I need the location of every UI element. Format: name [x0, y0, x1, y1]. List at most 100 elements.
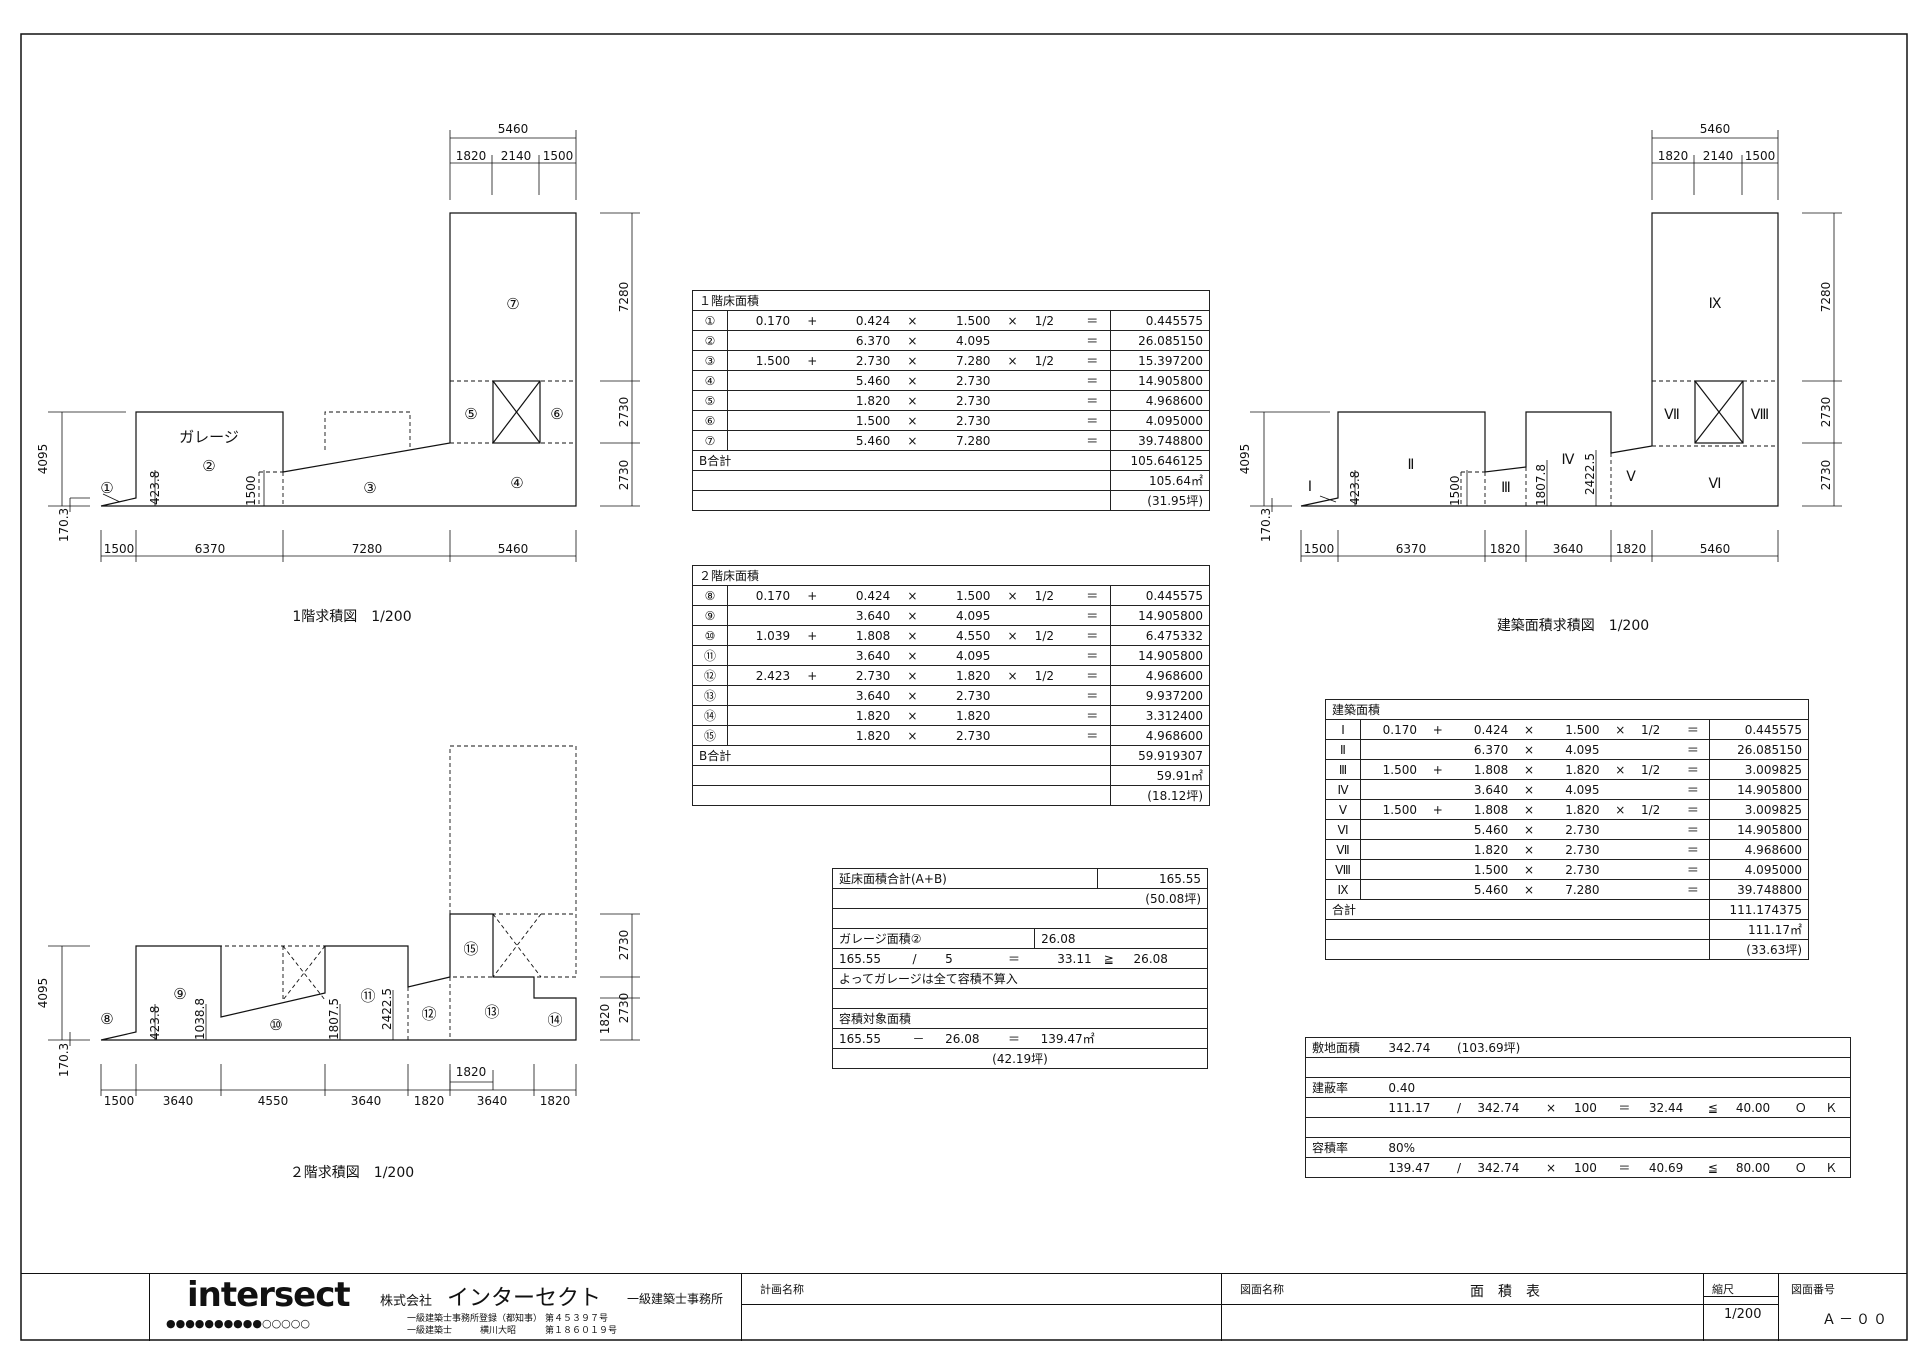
- calc-cell-2: 342.74: [1471, 1097, 1540, 1118]
- company-prefix: 株式会社: [380, 1294, 433, 1309]
- f2-mid-dim: 1820: [456, 1065, 487, 1079]
- floor1-plan: [48, 130, 640, 562]
- calc-cell-7: [1028, 645, 1075, 666]
- calc-cell-8: ＝: [1074, 430, 1111, 451]
- calc-cell-8: ＝: [1676, 739, 1710, 760]
- fb-r6: Ⅵ: [1709, 476, 1722, 492]
- calc-cell-3: 3.640: [828, 685, 897, 706]
- f1-n4: ④: [510, 474, 523, 492]
- calc-cell-5: ＝: [1612, 1097, 1643, 1118]
- f2-n14: ⑭: [547, 1011, 562, 1029]
- fb-inner-d4: 2422.5: [1583, 453, 1597, 495]
- calc-cell-6: ×: [996, 585, 1029, 606]
- f2-inner-d4: 2422.5: [380, 988, 394, 1030]
- calc-cell-4: ×: [896, 645, 929, 666]
- f2-inner-d2: 1038.8: [193, 998, 207, 1040]
- calc-cell-0: ⑨: [692, 605, 728, 626]
- t5-site-label: 敷地面積: [1305, 1037, 1383, 1058]
- calc-cell-0: Ⅱ: [1325, 739, 1361, 760]
- t3-calc-6: 26.08: [1127, 948, 1191, 969]
- fb-title: 建築面積求積図 1/200: [1497, 618, 1649, 634]
- f2-n9: ⑨: [173, 985, 186, 1003]
- calc-cell-1: /: [1451, 1157, 1472, 1178]
- fb-r5: Ⅴ: [1626, 469, 1636, 485]
- reg1-label: 一級建築士事務所登録（都知事）: [407, 1314, 543, 1324]
- calc-cell-8: ＝: [1074, 725, 1111, 746]
- calc-cell-10: Ｋ: [1819, 1097, 1852, 1118]
- t2-blank2: [692, 785, 1111, 806]
- calc-cell-4: ×: [896, 705, 929, 726]
- calc-cell-2: [1423, 819, 1453, 840]
- f1-n6: ⑥: [550, 405, 563, 423]
- calc-cell-0: ⑩: [692, 625, 728, 646]
- t5-blank1: [1305, 1057, 1851, 1078]
- calc-cell-5: 4.095: [1543, 739, 1606, 760]
- calc-cell-1: 1.039: [727, 625, 797, 646]
- calc-cell-9: 6.475332: [1110, 625, 1210, 646]
- calc-cell-4: ×: [896, 350, 929, 371]
- calc-cell-3: 0.424: [1452, 719, 1515, 740]
- drawing-name: 面 積 表: [1470, 1284, 1540, 1300]
- calc-cell-5: 1.820: [928, 665, 997, 686]
- f2-bottom-5: 1820: [414, 1094, 445, 1108]
- t3-blank1: [832, 908, 1208, 929]
- calc-cell-7: [1028, 685, 1075, 706]
- calc-cell-8: ＝: [1074, 310, 1111, 331]
- number-label: 図面番号: [1791, 1283, 1835, 1296]
- calc-cell-5: 7.280: [928, 430, 997, 451]
- t5-far-value: 80%: [1382, 1137, 1852, 1158]
- f1-bottom-1: 1500: [104, 542, 135, 556]
- calc-cell-4: ×: [896, 625, 929, 646]
- calc-cell-4: ×: [1514, 879, 1544, 900]
- calc-cell-4: ×: [1514, 839, 1544, 860]
- calc-cell-1: [1360, 739, 1424, 760]
- f2-n15: ⑮: [463, 940, 478, 958]
- t3-note: よってガレージは全て容積不算入: [832, 968, 1208, 989]
- calc-cell-1: [727, 390, 797, 411]
- calc-cell-0: Ⅵ: [1325, 819, 1361, 840]
- calc-cell-9: 14.905800: [1110, 370, 1210, 391]
- calc-cell-3: 1.500: [828, 410, 897, 431]
- calc-cell-2: +: [1423, 799, 1453, 820]
- t3-garage-value: 26.08: [1034, 928, 1208, 949]
- calc-cell-6: ×: [996, 665, 1029, 686]
- t3-calc-5: ≧: [1097, 948, 1128, 969]
- t3-row1-label: 延床面積合計(A+B): [831, 868, 1099, 889]
- fb-top-a: 1820: [1658, 149, 1689, 163]
- t2-rounded: 59.91㎡: [1110, 765, 1210, 786]
- calc-cell-8: ＝: [1676, 859, 1710, 880]
- calc-cell-2: +: [796, 665, 829, 686]
- calc-cell-6: ×: [1605, 759, 1635, 780]
- f2-left-small: 170.3: [57, 1043, 71, 1077]
- calc-cell-2: [796, 725, 829, 746]
- calc-cell-3: 1.820: [828, 390, 897, 411]
- t2-title: ２階床面積: [692, 565, 1210, 586]
- calc-cell-2: [796, 605, 829, 626]
- calc-cell-9: 4.968600: [1110, 725, 1210, 746]
- calc-cell-9: 4.095000: [1709, 859, 1809, 880]
- calc-cell-1: 0.170: [1360, 719, 1424, 740]
- calc-cell-7: [1634, 779, 1677, 800]
- calc-cell-4: 100: [1568, 1157, 1613, 1178]
- t5-bcr-value: 0.40: [1382, 1077, 1852, 1098]
- calc-cell-2: [796, 390, 829, 411]
- t1-rounded: 105.64㎡: [1110, 470, 1210, 491]
- calc-cell-7: [1028, 725, 1075, 746]
- calc-cell-5: 4.095: [928, 645, 997, 666]
- t2-total-label: B合計: [692, 745, 1111, 766]
- calc-cell-9: 0.445575: [1709, 719, 1809, 740]
- calc-cell-2: [796, 430, 829, 451]
- calc-cell-6: [996, 705, 1029, 726]
- calc-cell-1: [727, 725, 797, 746]
